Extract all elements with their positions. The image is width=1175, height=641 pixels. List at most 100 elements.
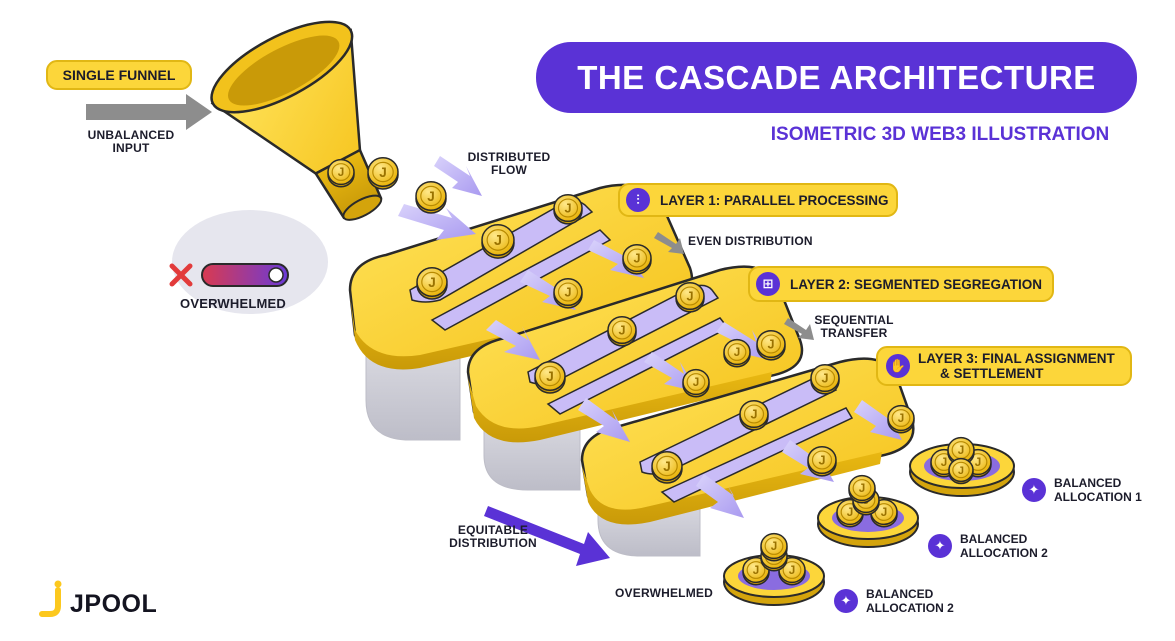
coin-icon: J — [607, 315, 637, 347]
flow-arrow — [486, 320, 540, 360]
allocation-3-line-1: BALANCED — [866, 587, 934, 601]
parallel-icon: ⫶ — [626, 188, 650, 212]
transfer-line: TRANSFER — [820, 326, 888, 340]
coin-icon: J — [327, 158, 355, 188]
coin-glyph: J — [427, 189, 435, 204]
coin-icon: J — [807, 445, 837, 477]
coin-icon: J — [651, 451, 683, 484]
title-banner — [536, 42, 1137, 113]
allocation-1-line-2: ALLOCATION 1 — [1054, 490, 1142, 504]
coin-glyph: J — [379, 165, 387, 180]
coin-icon: J — [723, 338, 751, 368]
coin-glyph: J — [941, 456, 948, 469]
coin-icon: J — [553, 193, 583, 225]
coin-icon: J — [553, 277, 583, 309]
layer-2-tray — [466, 265, 804, 491]
coin-icon: J — [675, 281, 705, 313]
layer-2-pill: ⊞ LAYER 2: SEGMENTED SEGREGATION — [748, 266, 1054, 302]
overwhelmed-bar — [201, 263, 289, 287]
sequential-line: SEQUENTIAL — [814, 313, 894, 327]
equitable-distribution-label: EQUITABLE DISTRIBUTION — [438, 524, 548, 550]
layer-3-label: LAYER 3: FINAL ASSIGNMENT & SETTLEMENT — [918, 351, 1115, 381]
layer-3-pill: ✋ LAYER 3: FINAL ASSIGNMENT & SETTLEMENT — [876, 346, 1132, 386]
jpool-logo-icon — [39, 580, 62, 617]
overwhelmed-label: OVERWHELMED — [180, 296, 286, 311]
coin-glyph: J — [564, 201, 571, 215]
allocation-3-text: BALANCED ALLOCATION 2 — [866, 587, 954, 615]
coins: J J J J J J J J J J J J J J J J J J J — [327, 157, 915, 484]
coin-icon: J — [848, 474, 876, 504]
unbalanced-line: UNBALANCED — [87, 128, 175, 142]
coin-glyph: J — [958, 444, 965, 457]
input-line: INPUT — [112, 141, 150, 155]
allocation-label-2: ✦ BALANCED ALLOCATION 2 — [928, 532, 1048, 560]
coin-glyph: J — [753, 564, 760, 577]
coin-glyph: J — [767, 337, 774, 351]
lightbulb-icon: ✦ — [1022, 478, 1046, 502]
input-arrow-icon — [86, 94, 212, 130]
coin-icon: J — [367, 157, 399, 190]
coin-glyph: J — [771, 540, 778, 553]
layer-3-line-2: & SETTLEMENT — [940, 366, 1044, 381]
coin-icon: J — [810, 363, 840, 395]
coin-icon: J — [534, 361, 566, 394]
funnel-shadow — [172, 210, 328, 314]
coin-glyph: J — [686, 289, 693, 303]
overwhelmed-bottom-label: OVERWHELMED — [615, 586, 713, 600]
gray-arrows — [654, 232, 814, 340]
coin-glyph: J — [821, 371, 828, 385]
coin-glyph: J — [734, 346, 741, 359]
layer-1-label: LAYER 1: PARALLEL PROCESSING — [660, 192, 889, 208]
hierarchy-icon: ⊞ — [756, 272, 780, 296]
allocation-2-line-2: ALLOCATION 2 — [960, 546, 1048, 560]
layer-1-pill: ⫶ LAYER 1: PARALLEL PROCESSING — [618, 183, 898, 217]
flow-arrow — [434, 156, 482, 196]
flow-arrow — [578, 398, 630, 442]
allocation-2-text: BALANCED ALLOCATION 2 — [960, 532, 1048, 560]
coin-glyph: J — [494, 233, 502, 249]
layer-3-line-1: LAYER 3: FINAL ASSIGNMENT — [918, 351, 1115, 366]
coin-glyph: J — [859, 482, 866, 495]
gray-arrow — [784, 318, 814, 340]
gray-arrow — [654, 232, 684, 254]
flow-line: FLOW — [490, 163, 528, 177]
page-title: THE CASCADE ARCHITECTURE — [577, 58, 1096, 96]
coin-glyph: J — [618, 323, 625, 337]
coin-icon: J — [481, 224, 515, 259]
coin-glyph: J — [633, 251, 640, 265]
equitable-line: EQUITABLE — [457, 523, 529, 537]
page-subtitle: ISOMETRIC 3D WEB3 ILLUSTRATION — [770, 124, 1110, 145]
coin-glyph: J — [338, 166, 345, 179]
coin-glyph: J — [428, 275, 436, 290]
coin-icon: J — [682, 368, 710, 398]
fail-x-icon — [169, 263, 193, 287]
allocation-1-text: BALANCED ALLOCATION 1 — [1054, 476, 1142, 504]
coin-glyph: J — [958, 465, 964, 477]
coin-icon: J — [887, 404, 915, 434]
coin-glyph: J — [546, 369, 554, 384]
coin-glyph: J — [847, 506, 854, 519]
equitable-arrow-icon — [484, 506, 610, 566]
distribution-line: DISTRIBUTION — [449, 536, 537, 550]
coin-glyph: J — [881, 506, 888, 519]
coin-glyph: J — [564, 285, 571, 299]
coin-glyph: J — [750, 407, 757, 421]
layer-2-label: LAYER 2: SEGMENTED SEGREGATION — [790, 276, 1043, 292]
coin-glyph: J — [693, 376, 700, 389]
unbalanced-input-label: UNBALANCED INPUT — [76, 129, 186, 155]
coin-glyph: J — [789, 564, 796, 577]
coin-icon: J — [948, 457, 974, 485]
allocation-2-line-1: BALANCED — [960, 532, 1028, 546]
allocation-label-1: ✦ BALANCED ALLOCATION 1 — [1022, 476, 1142, 504]
lightbulb-icon: ✦ — [834, 589, 858, 613]
coin-icon: J — [415, 181, 447, 214]
coin-glyph: J — [663, 459, 671, 474]
even-distribution-label: EVEN DISTRIBUTION — [688, 234, 813, 248]
coin-glyph: J — [818, 453, 825, 467]
allocation-3-line-2: ALLOCATION 2 — [866, 601, 954, 615]
single-funnel-badge: SINGLE FUNNEL — [46, 60, 192, 90]
flow-arrow — [696, 474, 744, 518]
coin-glyph: J — [898, 412, 905, 425]
